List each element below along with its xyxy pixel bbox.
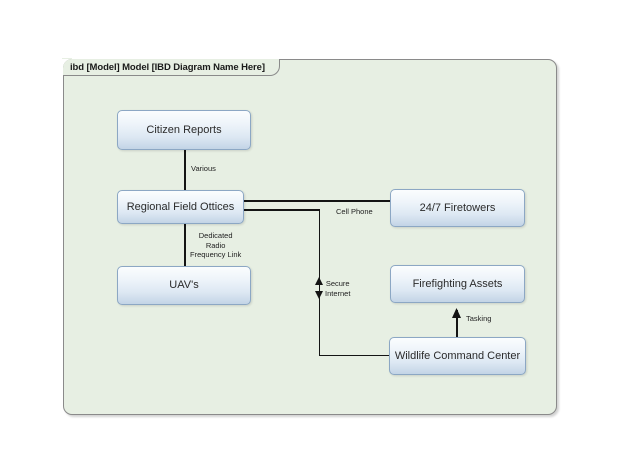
block-firetowers-label: 24/7 Firetowers (419, 201, 496, 214)
diagram-frame-title: ibd [Model] Model [IBD Diagram Name Here… (62, 58, 280, 76)
connector-cell-phone (243, 200, 390, 202)
edge-label-radio-link-line2: Radio (205, 240, 226, 250)
connector-secure-internet-seg3 (318, 354, 390, 356)
edge-label-various: Various (191, 164, 216, 173)
block-firetowers[interactable]: 24/7 Firetowers (390, 189, 525, 227)
block-wildlife-command-center-label: Wildlife Command Center (394, 349, 521, 362)
connector-various (184, 150, 186, 194)
block-citizen-reports[interactable]: Citizen Reports (117, 110, 251, 150)
block-uavs-label: UAV's (169, 279, 199, 292)
connector-radio-link (184, 223, 186, 267)
edge-label-tasking: Tasking (466, 314, 492, 323)
edge-label-secure-internet-line1: Secure (325, 279, 350, 288)
secure-internet-double-arrowhead (315, 277, 323, 299)
block-wildlife-command-center[interactable]: Wildlife Command Center (389, 337, 526, 375)
edge-label-radio-link-line3: Frequency Link (190, 250, 242, 260)
edge-label-secure-internet-line2: Internet (325, 288, 351, 298)
connector-tasking (456, 310, 458, 338)
block-firefighting-assets[interactable]: Firefighting Assets (390, 265, 525, 303)
block-citizen-reports-label: Citizen Reports (146, 123, 222, 136)
connector-secure-internet-seg1 (243, 209, 320, 211)
tasking-arrowhead (452, 308, 461, 318)
block-regional-field-offices-label: Regional Field Ottices (126, 200, 235, 213)
block-uavs[interactable]: UAV's (117, 266, 251, 305)
block-regional-field-offices[interactable]: Regional Field Ottices (117, 190, 244, 224)
edge-label-radio-link: Dedicated Radio Frequency Link (190, 231, 241, 260)
edge-label-radio-link-line1: Dedicated (198, 231, 233, 240)
edge-label-cell-phone: Cell Phone (336, 207, 373, 216)
block-firefighting-assets-label: Firefighting Assets (412, 277, 503, 290)
edge-label-secure-internet: Secure Internet (325, 279, 350, 298)
